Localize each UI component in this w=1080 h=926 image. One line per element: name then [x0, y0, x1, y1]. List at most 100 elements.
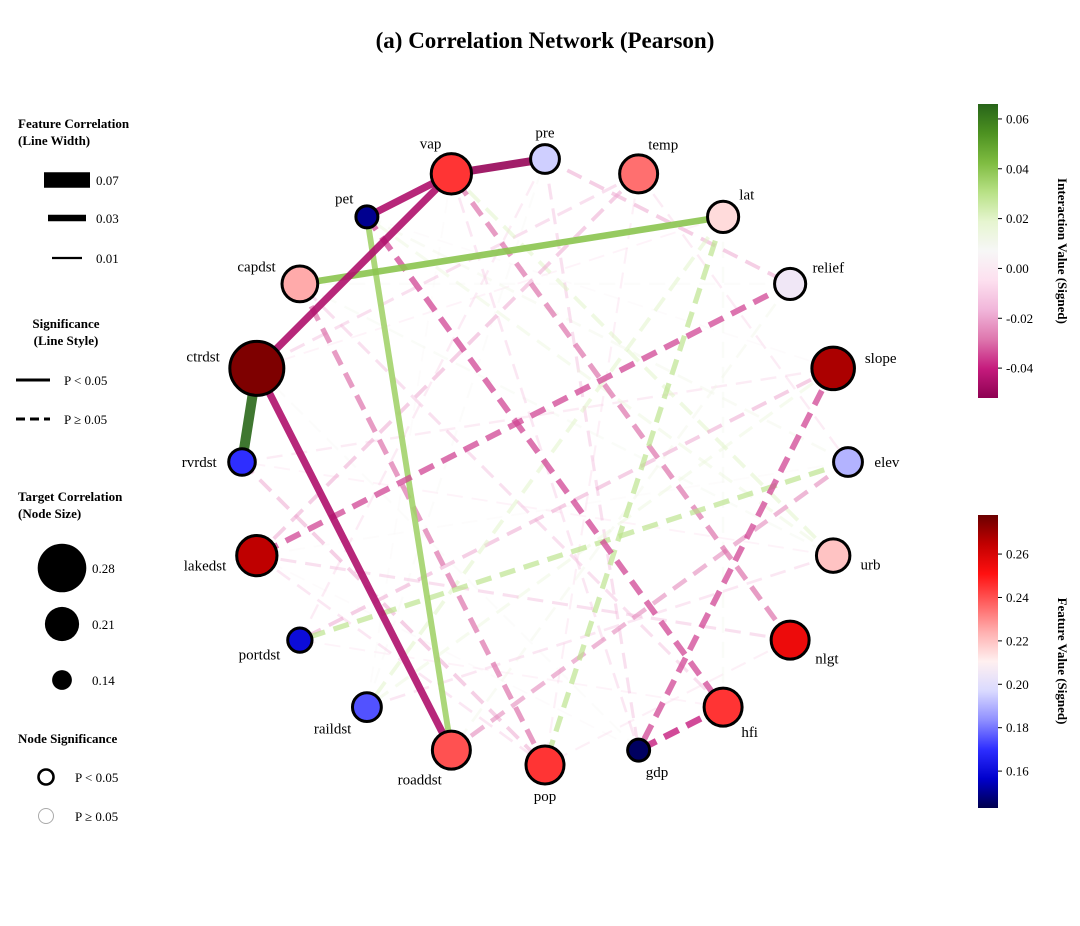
edge-slope-gdp: [636, 367, 836, 752]
node-label-rvrdst: rvrdst: [182, 455, 218, 471]
node-gdp: [626, 737, 652, 763]
node-nlgt: [769, 619, 811, 661]
node-label-ctrdst: ctrdst: [186, 349, 220, 365]
legend-dashed-line-label: P ≥ 0.05: [64, 412, 107, 427]
node-lat: [706, 199, 741, 234]
node-relief: [773, 266, 808, 301]
edge-ctrdst-roaddst: [253, 366, 455, 752]
edge-slope-raildst: [365, 367, 835, 709]
legend-nonsignificant-node-label: P ≥ 0.05: [75, 809, 118, 824]
edge-gdp-ctrdst: [256, 367, 640, 751]
node-label-temp: temp: [648, 137, 678, 153]
node-colorbar-gradient: [978, 515, 998, 808]
legend-line-width: Feature Correlation (Line Width) 0.07 0.…: [18, 116, 130, 266]
edge-colorbar-ticks: 0.060.040.020.00-0.02-0.04: [998, 111, 1034, 376]
node-label-vap: vap: [420, 136, 442, 152]
edge-temp-ctrdst: [256, 172, 640, 370]
node-label-raildst: raildst: [314, 722, 352, 738]
node-rvrdst: [227, 447, 257, 477]
edge-pet-hfi: [364, 215, 726, 709]
node-label-lakedst: lakedst: [184, 559, 227, 575]
edge-vap-ctrdst: [254, 171, 454, 371]
edge-elev-portdst: [299, 459, 849, 643]
edge-colorbar-tick-label: -0.02: [1006, 311, 1033, 326]
edge-lakedst-pop: [256, 554, 546, 767]
edge-relief-lakedst: [255, 281, 792, 559]
legend-line-style: Significance (Line Style) P < 0.05 P ≥ 0…: [16, 316, 107, 427]
edge-elev-roaddst: [450, 460, 850, 752]
legend-node-size-label-2: 0.21: [92, 617, 115, 632]
node-portdst: [286, 626, 314, 654]
node-urb: [814, 537, 852, 574]
legend-significant-node-sample: [37, 768, 55, 786]
node-pre: [529, 143, 561, 175]
edge-relief-roaddst: [450, 283, 792, 751]
legend-node-size-label-1: 0.28: [92, 561, 115, 576]
node-lakedst: [235, 533, 279, 578]
node-colorbar-label: Feature Value (Signed): [1055, 598, 1070, 725]
legend-node-significance-title: Node Significance: [18, 731, 118, 746]
node-label-portdst: portdst: [239, 647, 282, 663]
legend-node-size: Target Correlation (Node Size) 0.28 0.21…: [18, 489, 123, 690]
legend-line-style-title: Significance: [32, 316, 99, 331]
edge-pet-roaddst: [363, 216, 455, 751]
edge-colorbar-tick-label: 0.04: [1006, 161, 1029, 176]
node-label-elev: elev: [874, 455, 899, 471]
legend-line-width-label-3: 0.01: [96, 251, 119, 266]
edge-slope-pet: [366, 216, 834, 370]
node-pop: [524, 744, 566, 786]
legend-line-style-subtitle: (Line Style): [34, 333, 99, 348]
node-roaddst: [430, 729, 472, 771]
edge-lat-pop: [542, 216, 726, 766]
node-label-lat: lat: [739, 188, 755, 204]
node-label-hfi: hfi: [741, 725, 758, 741]
legend-node-size-sample-2: [44, 606, 80, 642]
legend-node-size-subtitle: (Node Size): [18, 506, 81, 521]
edge-colorbar-tick-label: -0.04: [1006, 361, 1034, 376]
node-colorbar-tick-label: 0.20: [1006, 677, 1029, 692]
edge-colorbar-tick-label: 0.06: [1006, 111, 1029, 126]
node-colorbar-tick-label: 0.16: [1006, 764, 1029, 779]
edge-capdst-urb: [299, 282, 834, 557]
edges-layer: [237, 155, 850, 767]
node-colorbar-tick-label: 0.18: [1006, 720, 1029, 735]
legend-line-width-label-1: 0.07: [96, 173, 119, 188]
node-label-pop: pop: [534, 789, 557, 805]
edge-nlgt-pop: [544, 639, 791, 766]
legend-node-size-sample-3: [52, 670, 72, 690]
chart-title: (a) Correlation Network (Pearson): [376, 28, 715, 53]
edge-urb-raildst: [366, 554, 834, 709]
legend-node-size-label-3: 0.14: [92, 673, 115, 688]
node-slope: [810, 345, 856, 392]
node-label-relief: relief: [812, 261, 844, 277]
edge-pre-relief: [544, 157, 791, 286]
edge-slope-portdst: [299, 366, 835, 642]
legend-nonsignificant-node-sample: [38, 808, 54, 824]
legend-node-size-sample-1: [37, 543, 87, 593]
node-colorbar: 0.260.240.220.200.180.16 Feature Value (…: [978, 515, 1070, 808]
legend-significant-node-label: P < 0.05: [75, 770, 118, 785]
edge-raildst-pre: [365, 158, 547, 708]
legend-line-width-label-2: 0.03: [96, 211, 119, 226]
node-label-slope: slope: [865, 351, 897, 367]
node-colorbar-tick-label: 0.22: [1006, 633, 1029, 648]
edge-portdst-hfi: [299, 639, 724, 709]
edge-temp-pop: [543, 173, 640, 766]
edge-pre-gdp: [543, 158, 641, 751]
legend-solid-line-label: P < 0.05: [64, 373, 107, 388]
edge-colorbar-label: Interaction Value (Signed): [1055, 178, 1070, 324]
edge-colorbar-tick-label: 0.02: [1006, 211, 1029, 226]
node-hfi: [702, 686, 744, 728]
node-labels-layer: pretemplatreliefslopeelevurbnlgthfigdppo…: [182, 126, 900, 805]
edge-temp-elev: [637, 173, 849, 463]
edge-gdp-lakedst: [256, 554, 640, 751]
nodes-layer: [227, 143, 864, 786]
node-ctrdst: [228, 339, 286, 397]
edge-elev-pet: [366, 215, 849, 464]
edge-capdst-lat: [299, 213, 724, 288]
node-vap: [429, 152, 474, 196]
edge-colorbar: 0.060.040.020.00-0.02-0.04 Interaction V…: [978, 104, 1070, 398]
node-colorbar-tick-label: 0.26: [1006, 547, 1029, 562]
node-colorbar-ticks: 0.260.240.220.200.180.16: [998, 547, 1029, 779]
node-label-urb: urb: [860, 558, 880, 574]
